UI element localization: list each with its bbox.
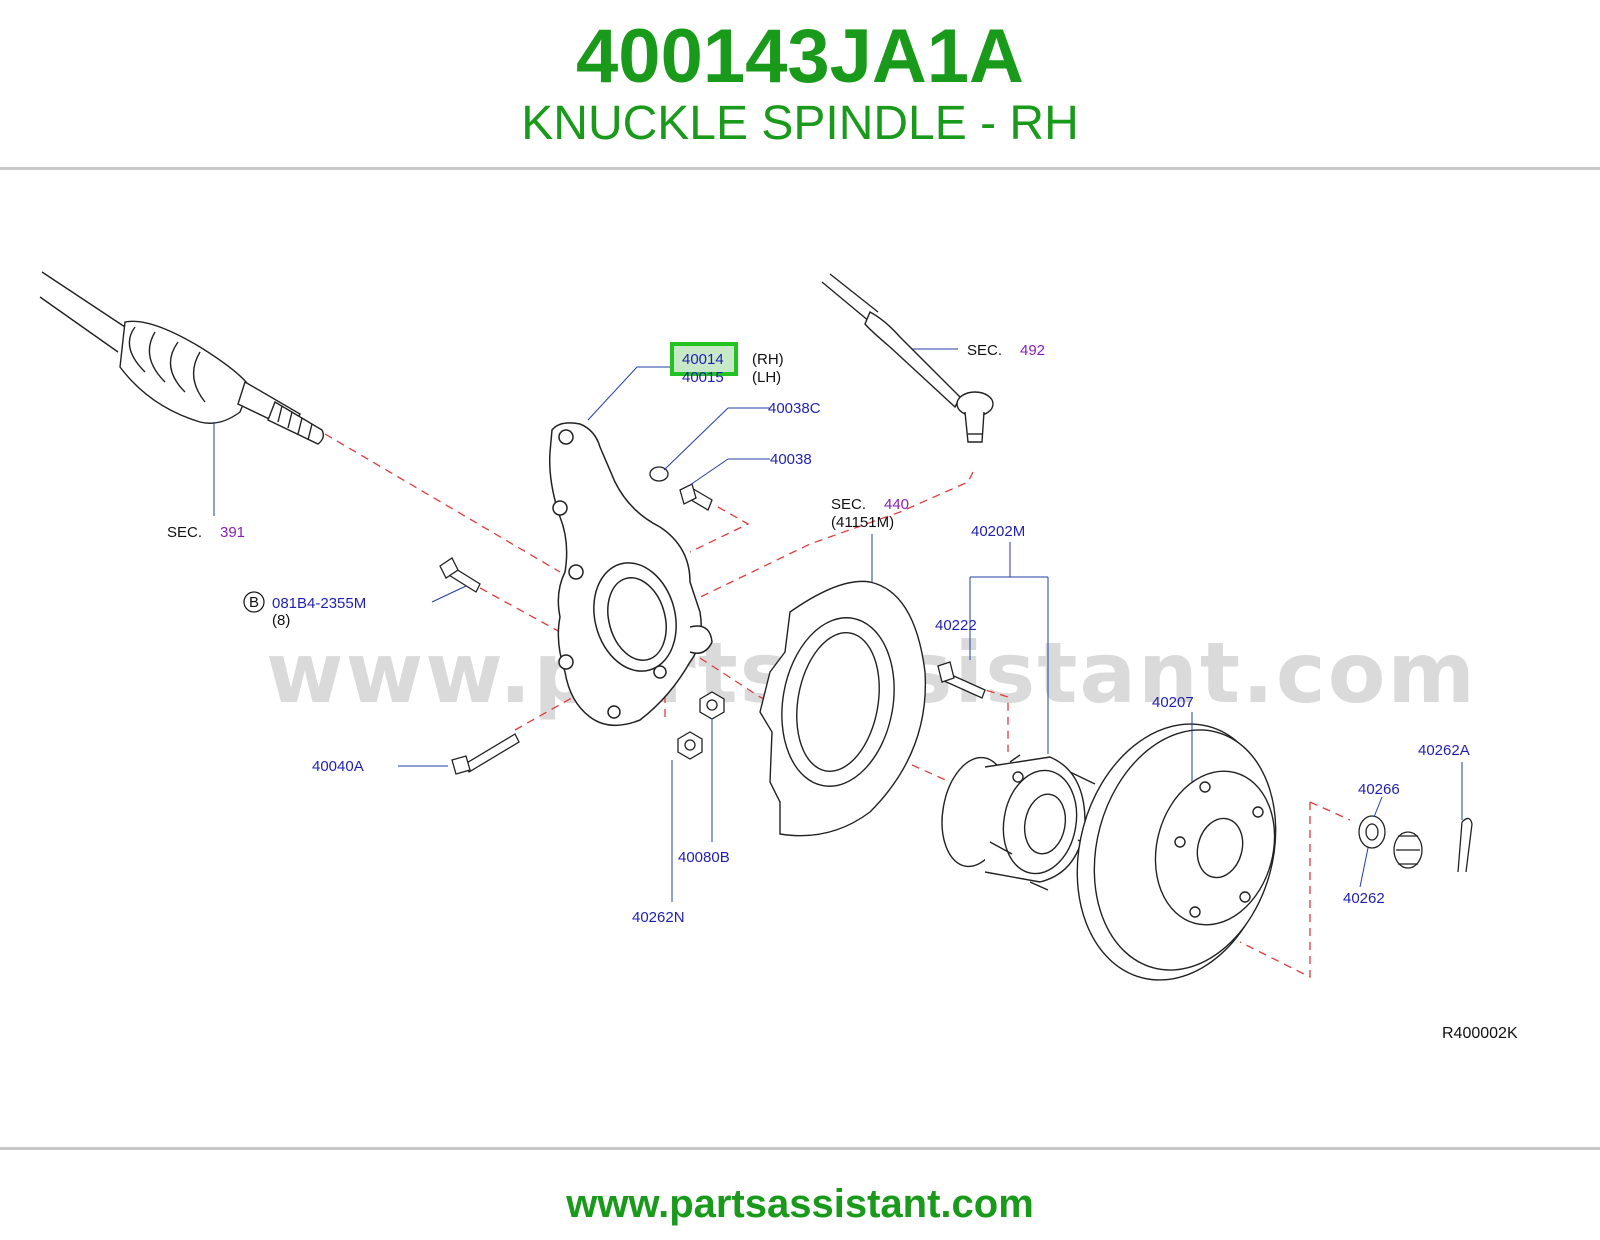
label-081b4-2355m[interactable]: 081B4-2355M (272, 595, 366, 612)
label-sec-492[interactable]: 492 (1020, 342, 1045, 359)
parts-diagram: www.partsassistant.com (39, 271, 1518, 1042)
footer-website-link[interactable]: www.partsassistant.com (566, 1182, 1034, 1226)
diagram-reference-code: R400002K (1442, 1025, 1518, 1042)
axle-nut-drawing (1358, 815, 1473, 873)
label-40014[interactable]: 40014 (682, 351, 724, 368)
label-41151m: (41151M) (831, 514, 894, 531)
label-qty-8: (8) (272, 612, 290, 629)
label-40202m[interactable]: 40202M (971, 523, 1025, 540)
label-lh: (LH) (752, 369, 781, 386)
label-40262[interactable]: 40262 (1343, 890, 1385, 907)
label-40038c[interactable]: 40038C (768, 400, 821, 417)
drive-shaft-drawing (39, 271, 325, 445)
dust-shield-drawing (759, 580, 927, 837)
highlight-box-40014[interactable] (670, 342, 738, 376)
small-hardware-drawing (439, 466, 986, 775)
label-40262a[interactable]: 40262A (1418, 742, 1470, 759)
label-sec-391-prefix: SEC. (167, 524, 202, 541)
label-sec-391[interactable]: 391 (220, 524, 245, 541)
bottom-divider (0, 1147, 1600, 1150)
label-40040a[interactable]: 40040A (312, 758, 364, 775)
hub-bearing-drawing (941, 754, 1101, 891)
label-40222[interactable]: 40222 (935, 617, 977, 634)
label-sec-440[interactable]: 440 (884, 496, 909, 513)
label-rh: (RH) (752, 351, 784, 368)
steering-knuckle-drawing (548, 422, 713, 726)
label-b-marker: B (249, 594, 259, 611)
label-40266[interactable]: 40266 (1358, 781, 1400, 798)
label-40207[interactable]: 40207 (1152, 694, 1194, 711)
brake-rotor-drawing (1076, 723, 1277, 981)
part-name-subtitle: KNUCKLE SPINDLE - RH (521, 97, 1079, 150)
label-40080b[interactable]: 40080B (678, 849, 730, 866)
tie-rod-end-drawing (821, 273, 994, 443)
label-sec-440-prefix: SEC. (831, 496, 866, 513)
part-number-title: 400143JA1A (576, 14, 1024, 99)
top-divider (0, 167, 1600, 170)
label-sec-492-prefix: SEC. (967, 342, 1002, 359)
label-40262n[interactable]: 40262N (632, 909, 685, 926)
leader-lines (213, 348, 1463, 902)
page-header: 400143JA1A KNUCKLE SPINDLE - RH (0, 0, 1600, 168)
b-circle-icon (243, 591, 265, 613)
label-40015[interactable]: 40015 (682, 369, 724, 386)
label-40038[interactable]: 40038 (770, 451, 812, 468)
